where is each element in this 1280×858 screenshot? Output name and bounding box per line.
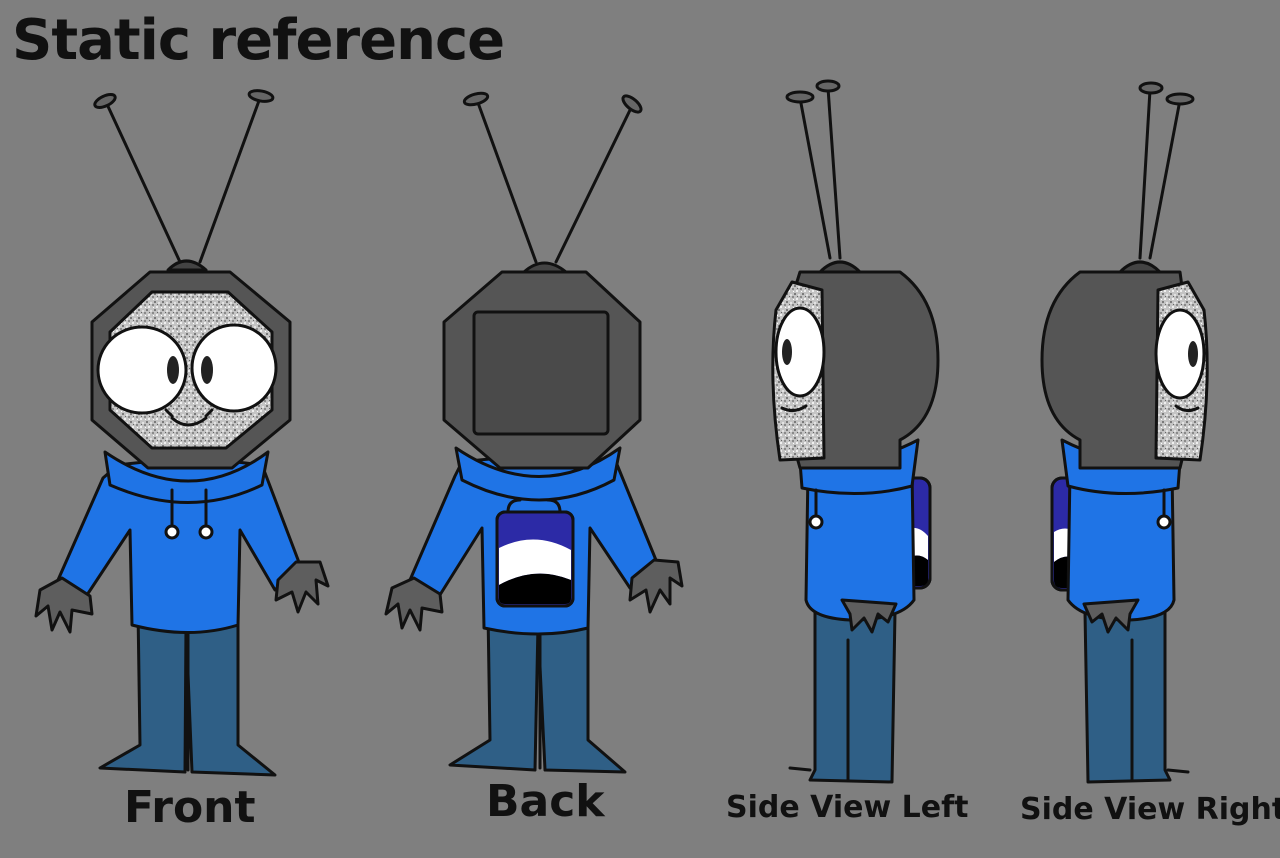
right-eye (190, 323, 278, 413)
antenna (1118, 81, 1195, 274)
label-side-view-left: Side View Left (726, 790, 969, 825)
back-view (384, 91, 684, 774)
antenna (785, 79, 862, 274)
right-hand (628, 558, 684, 614)
page-title: Static reference (12, 8, 505, 73)
label-side-view-right: Side View Right (1020, 792, 1280, 827)
antenna (93, 89, 275, 272)
eye (774, 306, 826, 398)
side-view-right (1040, 81, 1209, 784)
antenna (462, 91, 643, 274)
right-hand (274, 560, 330, 614)
hand (1082, 598, 1140, 634)
left-eye (96, 325, 188, 415)
front-view (34, 89, 330, 777)
back-patch (495, 498, 575, 608)
left-hand (384, 576, 444, 632)
side-view-left (771, 79, 940, 784)
label-back: Back (486, 776, 605, 827)
left-hand (34, 576, 94, 634)
legs (448, 610, 627, 774)
legs (1083, 610, 1172, 784)
label-front: Front (124, 782, 256, 833)
tv-back-panel (472, 310, 610, 436)
hand (840, 598, 898, 634)
eye (1154, 308, 1206, 400)
legs (808, 610, 897, 784)
